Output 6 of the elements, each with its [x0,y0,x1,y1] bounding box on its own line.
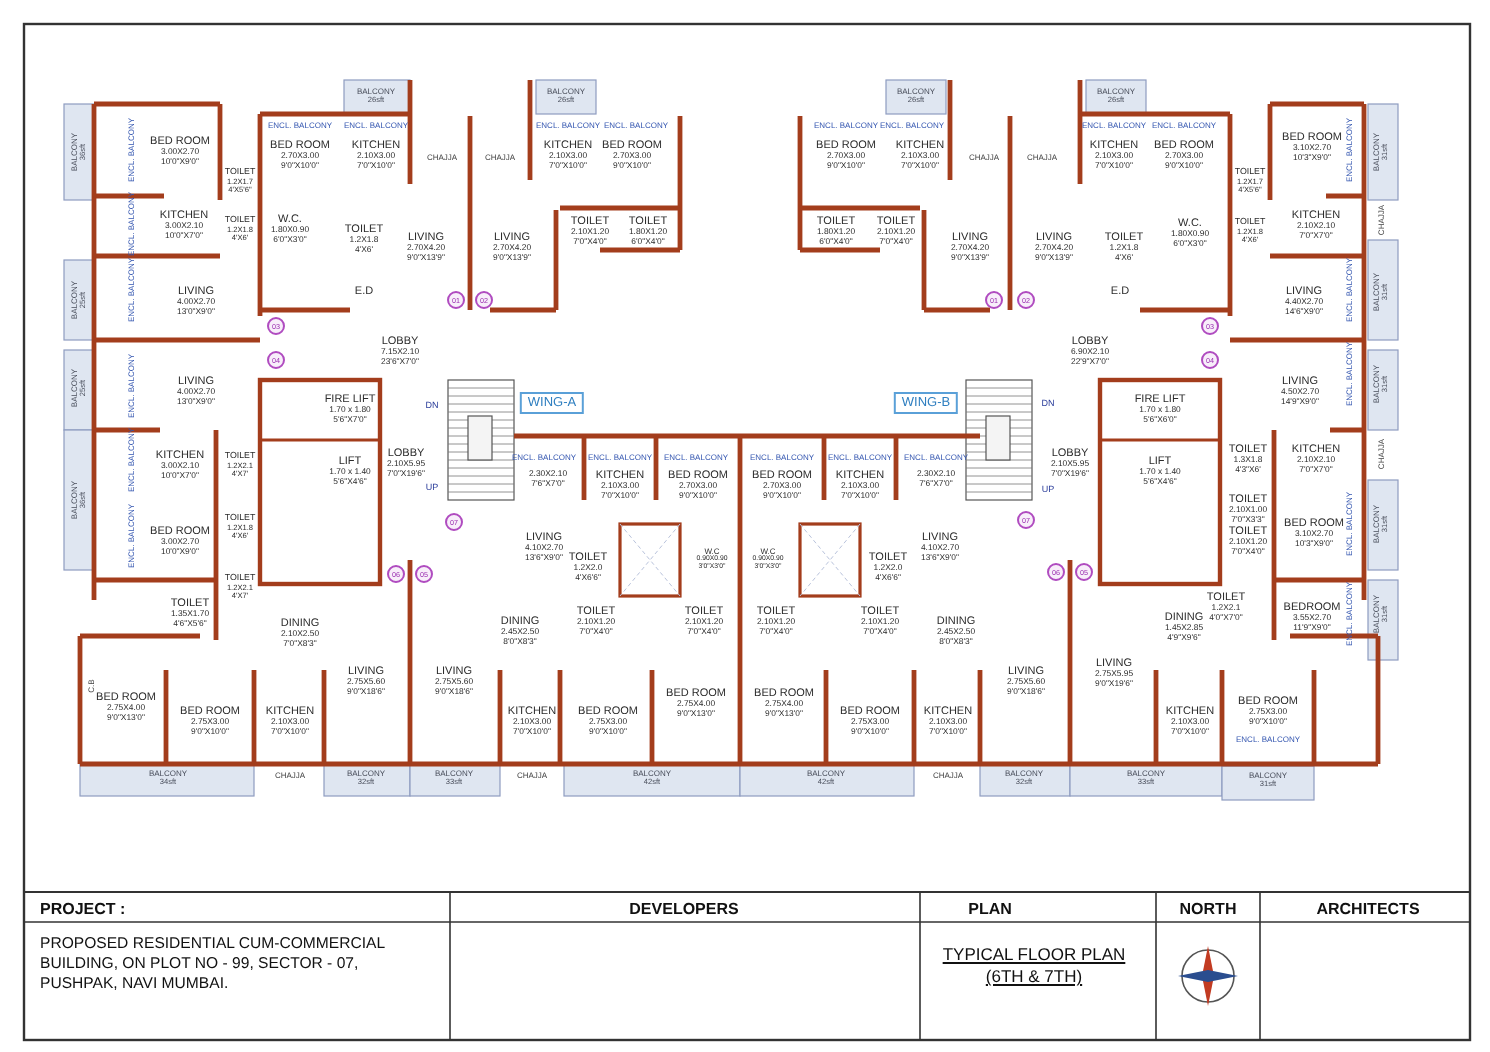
column-heading: PROJECT : [40,902,126,920]
column-heading: NORTH [1179,902,1237,920]
plan-title: TYPICAL FLOOR PLAN (6TH & 7TH) [942,944,1126,989]
column-heading: DEVELOPERS [629,902,739,920]
column-heading: PLAN [968,902,1012,920]
column-heading: ARCHITECTS [1316,902,1420,920]
